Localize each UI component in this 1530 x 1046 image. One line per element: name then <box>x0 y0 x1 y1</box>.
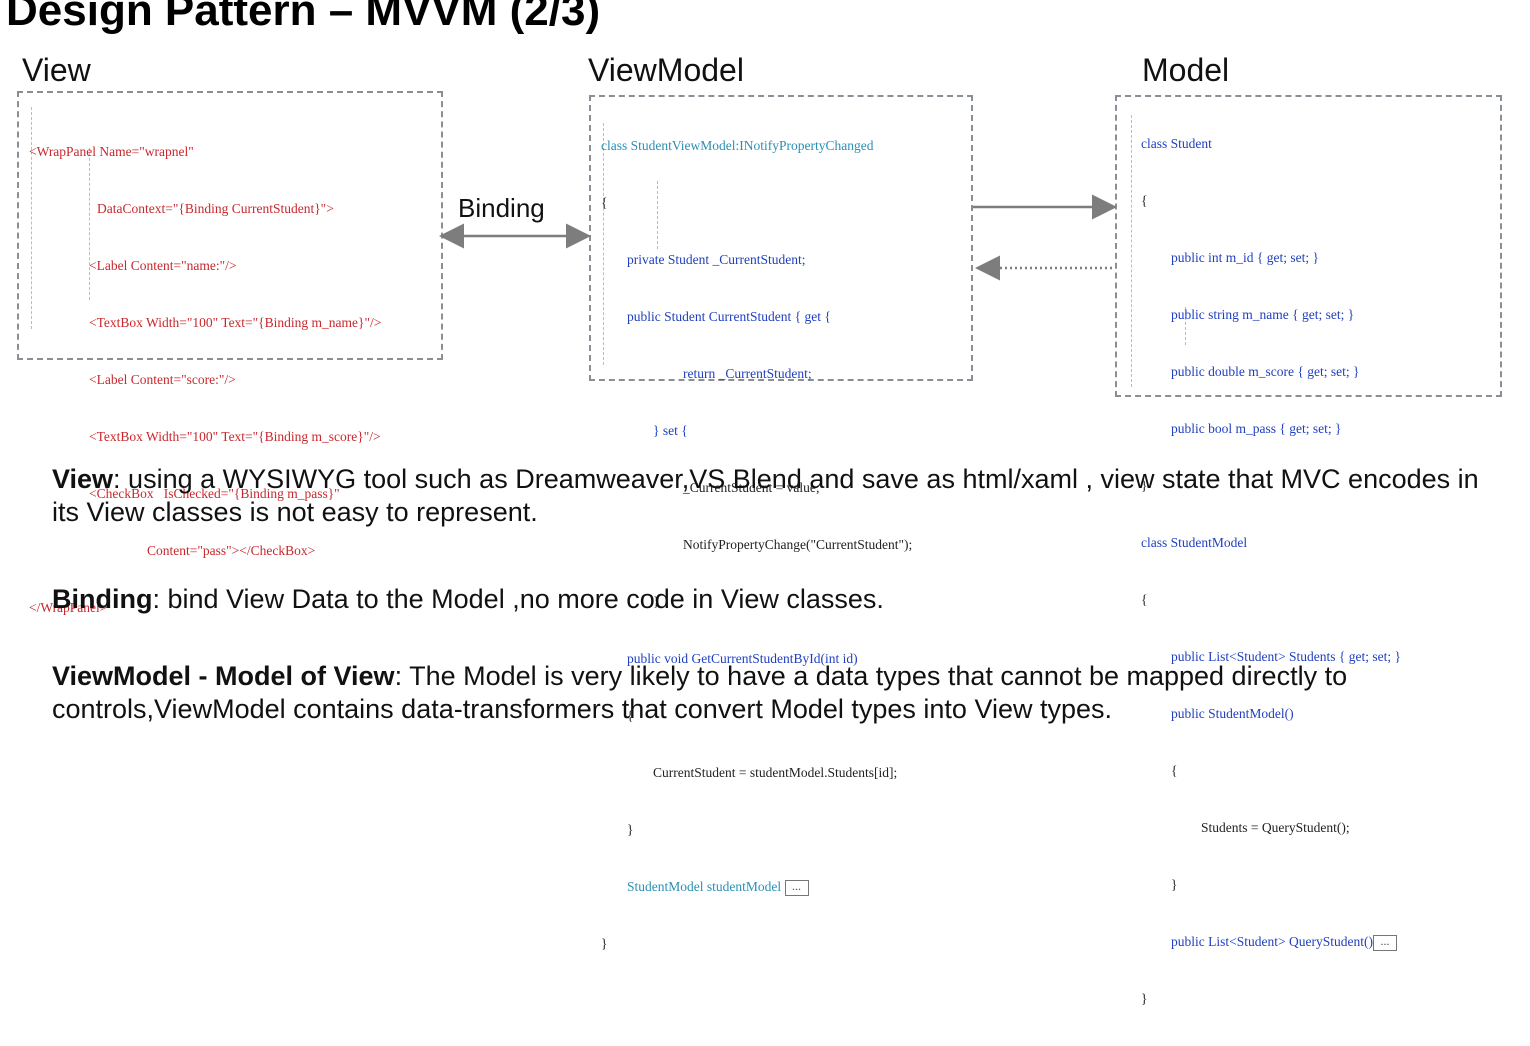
code-line: <Label Content="score:"/> <box>89 372 236 387</box>
view-label: View <box>22 52 91 88</box>
definition: : bind View Data to the Model ,no more c… <box>152 584 884 614</box>
binding-description: Binding: bind View Data to the Model ,no… <box>52 583 1512 616</box>
code-line: <WrapPanel Name="wrapnel" <box>29 144 194 159</box>
binding-arrow-label: Binding <box>458 193 545 223</box>
code-line: private Student _CurrentStudent; <box>627 252 806 267</box>
code-line: } <box>1141 478 1148 493</box>
code-line: public Student CurrentStudent { get { <box>627 309 831 324</box>
code-line: <CheckBox IsChecked="{Binding m_pass}" <box>89 486 340 501</box>
view-code: <WrapPanel Name="wrapnel" DataContext="{… <box>29 104 381 655</box>
code-line: Content="pass"></CheckBox> <box>147 543 316 558</box>
indent-guide <box>89 148 90 300</box>
code-line: { <box>1141 592 1148 607</box>
code-line: <TextBox Width="100" Text="{Binding m_na… <box>89 315 382 330</box>
collapsed-code-marker[interactable]: ... <box>784 879 809 896</box>
model-code-box: class Student { public int m_id { get; s… <box>1115 95 1502 1006</box>
term: View <box>52 464 114 494</box>
code-line: public List<Student> Students { get; set… <box>1171 649 1401 664</box>
code-line: } <box>1141 991 1148 1006</box>
code-line: CurrentStudent = studentModel.Students[i… <box>653 765 898 780</box>
code-line: } set { <box>653 423 688 438</box>
code-line: { <box>1171 763 1178 778</box>
code-line: } <box>1171 877 1178 892</box>
code-line: class StudentModel <box>1141 535 1248 550</box>
code-line: return _CurrentStudent; <box>683 366 812 381</box>
view-code-box: <WrapPanel Name="wrapnel" DataContext="{… <box>17 91 443 615</box>
code-line: public string m_name { get; set; } <box>1171 307 1355 322</box>
code-line: { <box>601 195 608 210</box>
collapsed-code-marker[interactable]: ... <box>1372 934 1397 951</box>
viewmodel-description: ViewModel - Model of View: The Model is … <box>52 660 1512 726</box>
view-description: View: using a WYSIWYG tool such as Dream… <box>52 463 1512 529</box>
term: Binding <box>52 584 153 614</box>
code-line: StudentModel studentModel <box>627 879 782 894</box>
code-line: public bool m_pass { get; set; } <box>1171 421 1342 436</box>
definition: : using a WYSIWYG tool such as Dreamweav… <box>52 464 1479 527</box>
indent-guide <box>31 107 32 329</box>
code-line: } <box>627 822 634 837</box>
code-line: </WrapPanel> <box>29 600 108 615</box>
code-line: _CurrentStudent = value; <box>683 480 820 495</box>
indent-guide <box>1131 115 1132 387</box>
code-line: public void GetCurrentStudentById(int id… <box>627 651 858 666</box>
indent-guide <box>657 181 658 249</box>
model-label: Model <box>1142 52 1230 88</box>
code-line: NotifyPropertyChange("CurrentStudent"); <box>683 537 913 552</box>
code-line: class Student <box>1141 136 1212 151</box>
code-line: DataContext="{Binding CurrentStudent}"> <box>97 201 334 216</box>
term: ViewModel - Model of View <box>52 661 395 691</box>
page-title: Design Pattern – MVVM (2/3) <box>6 0 601 35</box>
indent-guide <box>1185 307 1186 345</box>
code-line: } <box>653 594 660 609</box>
code-line: { <box>627 708 634 723</box>
definition: : The Model is very likely to have a dat… <box>52 661 1348 724</box>
code-line: public int m_id { get; set; } <box>1171 250 1319 265</box>
code-line: public List<Student> QueryStudent() <box>1171 934 1373 949</box>
code-line: public double m_score { get; set; } <box>1171 364 1360 379</box>
indent-guide <box>603 123 604 365</box>
code-line: class StudentViewModel:INotifyPropertyCh… <box>601 138 874 153</box>
viewmodel-label: ViewModel <box>588 52 744 88</box>
code-line: public StudentModel() <box>1171 706 1294 721</box>
code-line: } <box>601 936 608 951</box>
connector-arrows <box>439 194 1117 281</box>
code-line: <TextBox Width="100" Text="{Binding m_sc… <box>89 429 381 444</box>
code-line: <Label Content="name:"/> <box>89 258 237 273</box>
code-line: { <box>1141 193 1148 208</box>
code-line: Students = QueryStudent(); <box>1201 820 1350 835</box>
